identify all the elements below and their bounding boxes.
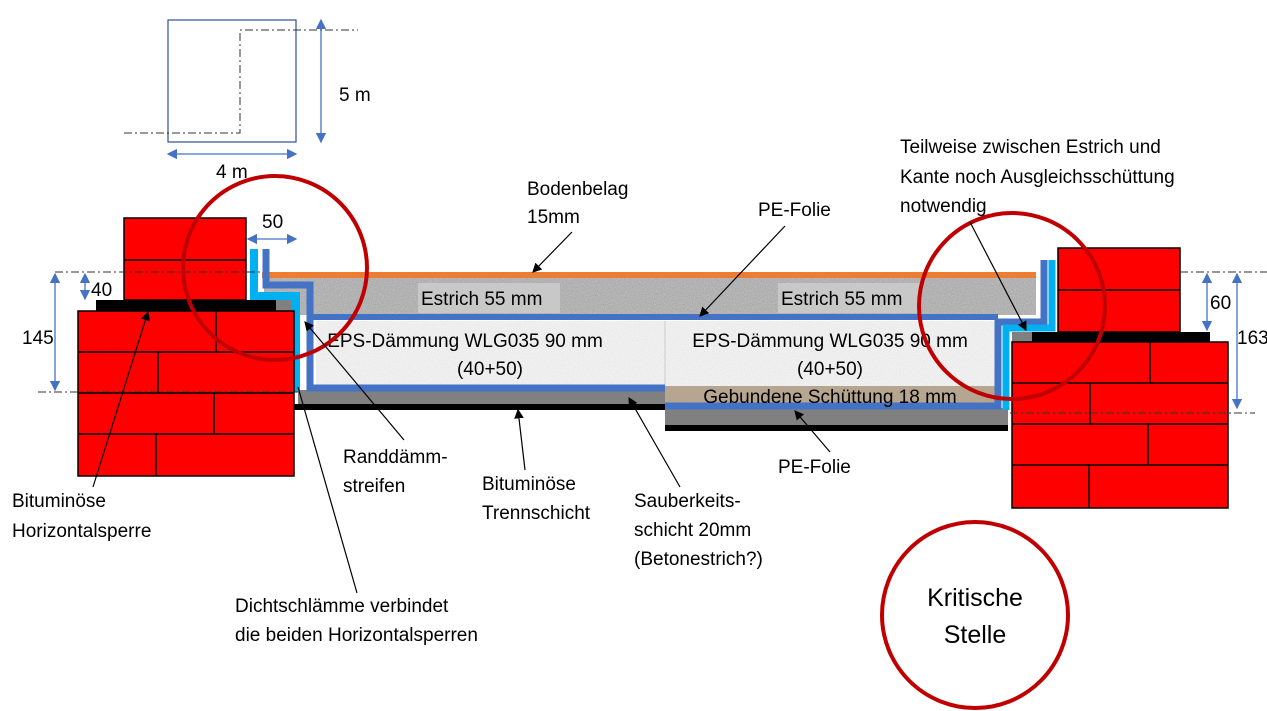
horizontalsperre-right: [1032, 332, 1210, 342]
dim-60: 60: [1210, 293, 1231, 314]
critical-legend-circle: [880, 520, 1070, 710]
height-label: 5 m: [339, 85, 371, 106]
svg-text:streifen: streifen: [343, 476, 405, 497]
critical-legend-label: Kritische: [927, 584, 1023, 612]
floor-layers: [250, 249, 1056, 431]
right-wall: [1011, 247, 1229, 509]
critical-circle-left: [181, 174, 369, 362]
eps-sublabel-left: (40+50): [457, 359, 523, 380]
section-line: [124, 29, 358, 134]
dichtschlaemme-label: Dichtschlämme verbindet: [235, 596, 449, 617]
estrich-label-right: Estrich 55 mm: [781, 289, 902, 310]
critical-legend: Kritische Stelle: [880, 520, 1070, 710]
dim-163: 163: [1237, 328, 1267, 349]
dimensions: 145 40 50 60 163: [22, 212, 1267, 414]
trennschicht-left: [294, 404, 665, 410]
sauberkeitsschicht-left: [298, 390, 665, 404]
annotations: Bodenbelag 15mm PE-Folie Teilweise zwisc…: [12, 137, 1175, 646]
room-schematic: 5 m 4 m: [124, 18, 371, 183]
horizontalsperre-left: [96, 300, 276, 311]
horizontalsperre-label: Bituminöse: [12, 491, 106, 512]
width-label: 4 m: [216, 162, 248, 183]
sauberkeitsschicht-right: [665, 408, 1008, 425]
svg-text:(Betonestrich?): (Betonestrich?): [634, 549, 763, 570]
schuettung-label: Gebundene Schüttung 18 mm: [703, 387, 957, 408]
pe-folie: [262, 249, 1048, 410]
dim-50: 50: [262, 212, 283, 233]
estrich-label-left: Estrich 55 mm: [421, 289, 542, 310]
trennschicht-label: Bituminöse: [482, 474, 576, 495]
room-outline: [167, 19, 297, 143]
dichtschlaemme-right: [1012, 332, 1034, 342]
svg-text:15mm: 15mm: [527, 207, 580, 228]
pe-folie-bottom-label: PE-Folie: [778, 457, 851, 478]
teilweise-label: Teilweise zwischen Estrich und: [900, 137, 1161, 158]
critical-circle-right: [917, 211, 1107, 401]
eps-label-left: EPS-Dämmung WLG035 90 mm: [327, 331, 603, 352]
dim-145: 145: [22, 328, 54, 349]
pe-folie-top-label: PE-Folie: [758, 200, 831, 221]
svg-text:notwendig: notwendig: [900, 196, 987, 217]
svg-text:die beiden Horizontalsperren: die beiden Horizontalsperren: [235, 625, 478, 646]
trennschicht-right: [665, 425, 1008, 431]
sauberkeit-label: Sauberkeits-: [634, 491, 741, 512]
left-wall: [77, 217, 295, 477]
svg-text:schicht 20mm: schicht 20mm: [634, 520, 751, 541]
svg-text:Stelle: Stelle: [944, 621, 1007, 649]
bodenbelag: [262, 272, 1036, 278]
svg-text:Horizontalsperre: Horizontalsperre: [12, 521, 151, 542]
randdaemmstreifen-right: [1002, 260, 1056, 410]
dim-40: 40: [91, 280, 112, 301]
eps-label-right: EPS-Dämmung WLG035 90 mm: [692, 331, 968, 352]
bodenbelag-label: Bodenbelag: [527, 179, 628, 200]
svg-text:Trennschicht: Trennschicht: [482, 503, 591, 524]
svg-text:Kante noch Ausgleichsschüttung: Kante noch Ausgleichsschüttung: [900, 167, 1175, 188]
eps-sublabel-right: (40+50): [797, 359, 863, 380]
randdaemm-label: Randdämm-: [343, 447, 448, 468]
